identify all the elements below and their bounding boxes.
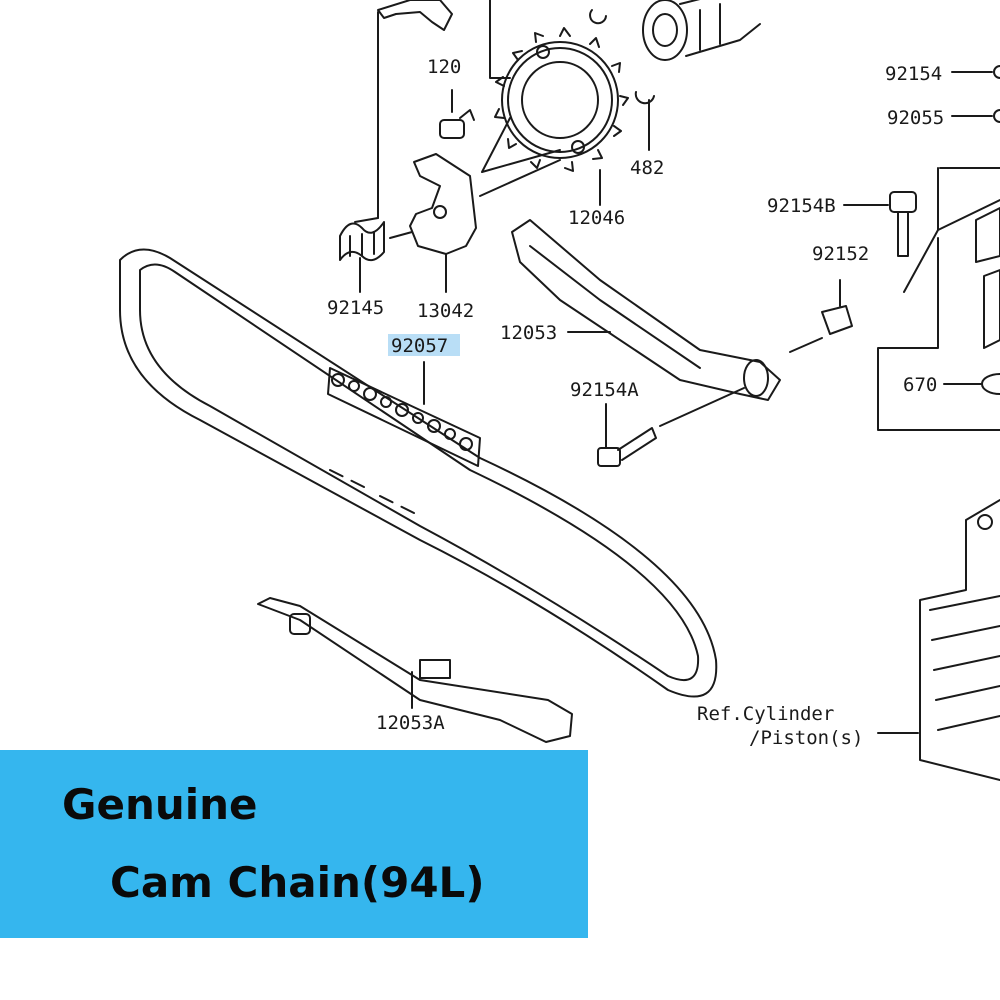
ref-piston-label: /Piston(s) [749,727,863,749]
chain-guide-12053A [257,597,573,743]
bolt-92154A [597,387,745,467]
label-12053A: 12053A [376,712,445,734]
bolt-92152 [789,279,853,353]
banner-title-line1: Genuine [62,780,258,829]
label-13042: 13042 [417,300,474,322]
product-banner: Genuine Cam Chain(94L) [0,750,588,938]
plate-13042 [409,153,477,293]
label-92145: 92145 [327,297,384,319]
tensioner-assembly [843,65,1000,431]
spring-92145 [339,221,413,293]
clip [589,9,607,25]
label-92055: 92055 [887,107,944,129]
clip-482 [634,91,655,105]
label-92152: 92152 [812,243,869,265]
ref-cylinder-label: Ref.Cylinder [697,703,834,725]
label-120: 120 [427,56,461,78]
label-92154A: 92154A [570,379,639,401]
label-12053: 12053 [500,322,557,344]
cam-chain [119,248,718,698]
chain-links-highlight [327,361,481,467]
banner-title-line2: Cam Chain(94L) [110,858,485,907]
bolt-120 [439,89,475,139]
label-12046: 12046 [568,207,625,229]
highlight-box [388,334,460,356]
top-bracket [377,0,453,31]
label-670: 670 [903,374,937,396]
cam-sprocket [494,27,629,172]
label-482: 482 [630,157,664,179]
label-92057: 92057 [391,335,448,357]
chain-guide-12053 [511,219,781,401]
label-92154B: 92154B [767,195,836,217]
label-92154: 92154 [885,63,942,85]
cylinder [877,499,1000,781]
camshaft [642,0,761,61]
